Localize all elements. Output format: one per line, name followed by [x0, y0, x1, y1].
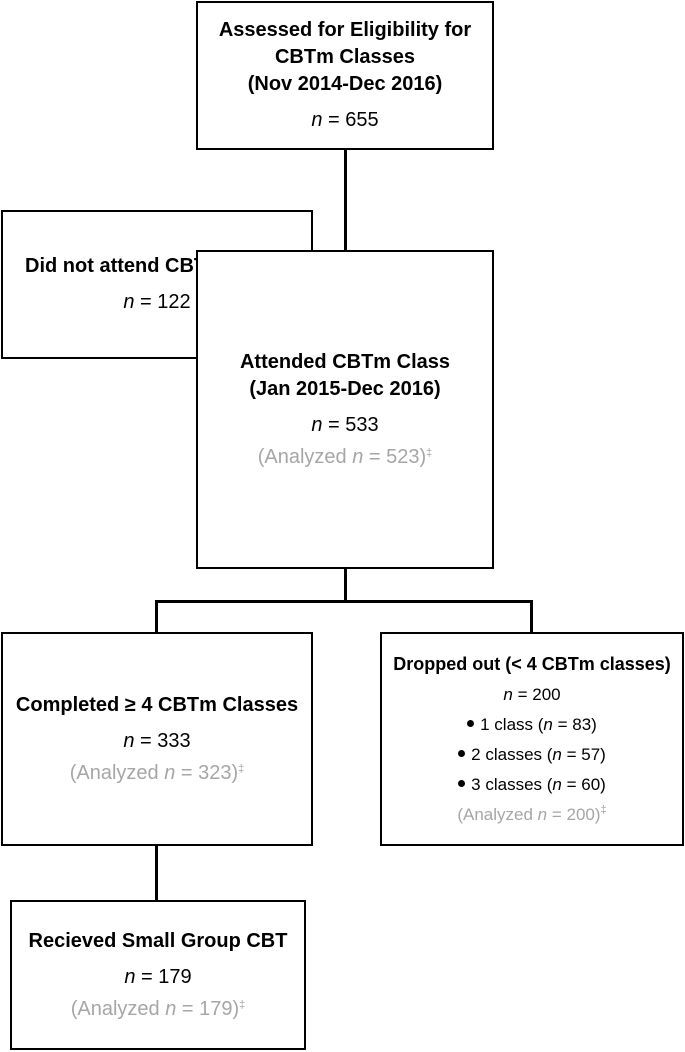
dropped-n: n = 200 — [503, 684, 561, 704]
attended-title-line-1: Attended CBTm Class — [239, 350, 451, 373]
connector-attended-down — [344, 568, 347, 602]
completed-n: n = 333 — [123, 729, 191, 752]
dropped-box: Dropped out (< 4 CBTm classes) n = 200 1… — [380, 632, 684, 846]
bullet-icon — [458, 779, 466, 787]
assessed-title-line-1: Assessed for Eligibility for — [218, 19, 472, 41]
completed-box: Completed ≥ 4 CBTm Classes n = 333 (Anal… — [1, 632, 313, 846]
assessed-title-line-2: CBTm Classes — [274, 46, 416, 68]
bullet-icon — [458, 749, 466, 757]
connector-split-horizontal — [155, 600, 533, 603]
small-group-box: Recieved Small Group CBT n = 179 (Analyz… — [10, 900, 306, 1050]
attended-n: n = 533 — [311, 413, 379, 436]
small-group-n: n = 179 — [124, 965, 192, 988]
dropped-title: Dropped out (< 4 CBTm classes) — [393, 653, 671, 674]
bullet-icon — [467, 719, 475, 727]
completed-analyzed: (Analyzed n = 323)‡ — [69, 761, 245, 784]
assessed-title-line-3: (Nov 2014-Dec 2016) — [247, 73, 443, 95]
attended-box: Attended CBTm Class (Jan 2015-Dec 2016) … — [196, 250, 494, 569]
assessed-box: Assessed for Eligibility for CBTm Classe… — [196, 1, 494, 150]
connector-to-dropped — [530, 600, 533, 633]
attended-analyzed: (Analyzed n = 523)‡ — [257, 445, 433, 468]
completed-title: Completed ≥ 4 CBTm Classes — [15, 693, 299, 716]
dropped-item: 2 classes (n = 57) — [458, 742, 606, 767]
dropped-item: 1 class (n = 83) — [467, 712, 597, 737]
small-group-analyzed: (Analyzed n = 179)‡ — [70, 997, 246, 1020]
connector-to-completed — [155, 600, 158, 633]
connector-assessed-to-attended — [344, 149, 347, 251]
did-not-attend-n: n = 122 — [123, 291, 191, 313]
dropped-item: 3 classes (n = 60) — [458, 772, 606, 797]
dropped-analyzed: (Analyzed n = 200)‡ — [457, 803, 607, 824]
connector-completed-to-small-group — [155, 845, 158, 901]
assessed-n: n = 655 — [311, 109, 379, 131]
attended-title-line-2: (Jan 2015-Dec 2016) — [249, 377, 441, 400]
small-group-title: Recieved Small Group CBT — [28, 929, 288, 952]
